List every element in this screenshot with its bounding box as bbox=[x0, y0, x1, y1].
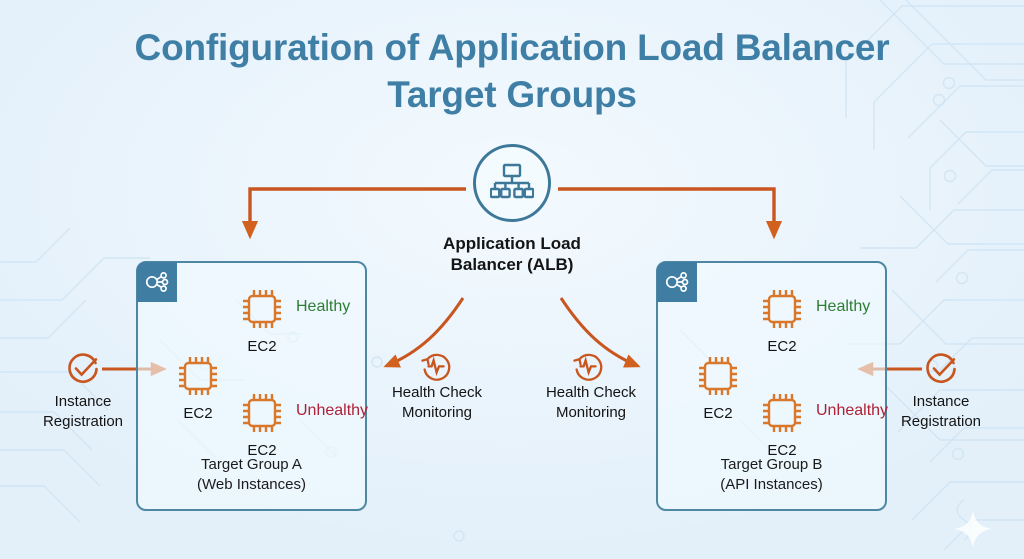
page-title-line-2: Target Groups bbox=[387, 74, 637, 116]
ec2-chip-icon bbox=[243, 394, 281, 432]
health-check-right-line-2: Monitoring bbox=[555, 404, 627, 422]
ec2-instance[interactable]: EC2 bbox=[754, 286, 810, 355]
wire-health-check-left bbox=[383, 297, 465, 368]
ec2-instance[interactable]: EC2 bbox=[170, 353, 226, 422]
ec2-instance-label: EC2 bbox=[247, 338, 277, 355]
status-badge-healthy: Healthy bbox=[296, 298, 351, 315]
instance-registration-left[interactable]: Instance Registration bbox=[18, 352, 148, 432]
application-load-balancer-node[interactable]: Application Load Balancer (ALB) bbox=[412, 144, 612, 276]
health-check-right-line-1: Health Check bbox=[545, 384, 637, 401]
target-group-b-caption-line-1: Target Group B bbox=[720, 455, 823, 473]
target-group-b-caption: Target Group B (API Instances) bbox=[658, 455, 885, 495]
share-nodes-icon bbox=[137, 262, 177, 302]
health-check-left-line-1: Health Check bbox=[391, 384, 483, 401]
wire-alb-to-group-a bbox=[241, 187, 466, 240]
ec2-instance-label: EC2 bbox=[767, 338, 797, 355]
ec2-instance[interactable]: EC2 bbox=[690, 353, 746, 422]
ec2-instance-label: EC2 bbox=[767, 442, 797, 459]
ec2-instance-label: EC2 bbox=[703, 405, 733, 422]
target-group-a-caption: Target Group A (Web Instances) bbox=[138, 455, 365, 495]
ec2-chip-icon bbox=[179, 357, 217, 395]
ec2-instance[interactable]: EC2 bbox=[754, 390, 810, 459]
target-group-a-caption-line-2: (Web Instances) bbox=[197, 475, 306, 493]
instance-registration-right[interactable]: Instance Registration bbox=[876, 352, 1006, 432]
load-balancer-hierarchy-icon bbox=[473, 144, 551, 222]
target-group-b-caption-line-2: (API Instances) bbox=[720, 475, 823, 493]
ec2-instance[interactable]: EC2 bbox=[234, 286, 290, 355]
share-nodes-icon bbox=[657, 262, 697, 302]
instance-registration-left-line-2: Registration bbox=[42, 412, 124, 430]
check-circle-icon bbox=[876, 352, 1006, 388]
sparkle-icon bbox=[954, 510, 992, 548]
target-group-a-box[interactable]: EC2 Healthy EC2 bbox=[136, 261, 369, 511]
wire-alb-to-group-b bbox=[558, 187, 783, 240]
target-group-a-caption-line-1: Target Group A bbox=[201, 455, 302, 473]
ec2-chip-icon bbox=[699, 357, 737, 395]
ec2-instance-label: EC2 bbox=[247, 442, 277, 459]
target-group-b-box[interactable]: EC2 Healthy EC2 bbox=[656, 261, 889, 511]
page-title-line-1: Configuration of Application Load Balanc… bbox=[134, 27, 890, 68]
ec2-chip-icon bbox=[243, 290, 281, 328]
ec2-chip-icon bbox=[763, 394, 801, 432]
instance-registration-right-line-1: Instance bbox=[912, 393, 970, 410]
health-check-left-line-2: Monitoring bbox=[401, 404, 473, 422]
instance-registration-right-line-2: Registration bbox=[900, 412, 982, 430]
pulse-refresh-icon bbox=[570, 348, 606, 384]
instance-registration-left-line-1: Instance bbox=[54, 393, 112, 410]
wire-health-check-right bbox=[559, 297, 641, 368]
health-check-monitoring-left: Health Check Monitoring bbox=[362, 383, 512, 423]
ec2-chip-icon bbox=[763, 290, 801, 328]
status-badge-healthy: Healthy bbox=[816, 298, 871, 315]
page-title: Configuration of Application Load Balanc… bbox=[0, 24, 1024, 119]
pulse-refresh-icon bbox=[418, 348, 454, 384]
health-check-monitoring-right: Health Check Monitoring bbox=[516, 383, 666, 423]
status-badge-unhealthy: Unhealthy bbox=[296, 402, 369, 419]
ec2-instance[interactable]: EC2 bbox=[234, 390, 290, 459]
ec2-instance-label: EC2 bbox=[183, 405, 213, 422]
check-circle-icon bbox=[18, 352, 148, 388]
status-badge-unhealthy: Unhealthy bbox=[816, 402, 889, 419]
alb-label-line-1: Application Load bbox=[443, 234, 581, 253]
alb-label-line-2: Balancer (ALB) bbox=[450, 255, 574, 275]
